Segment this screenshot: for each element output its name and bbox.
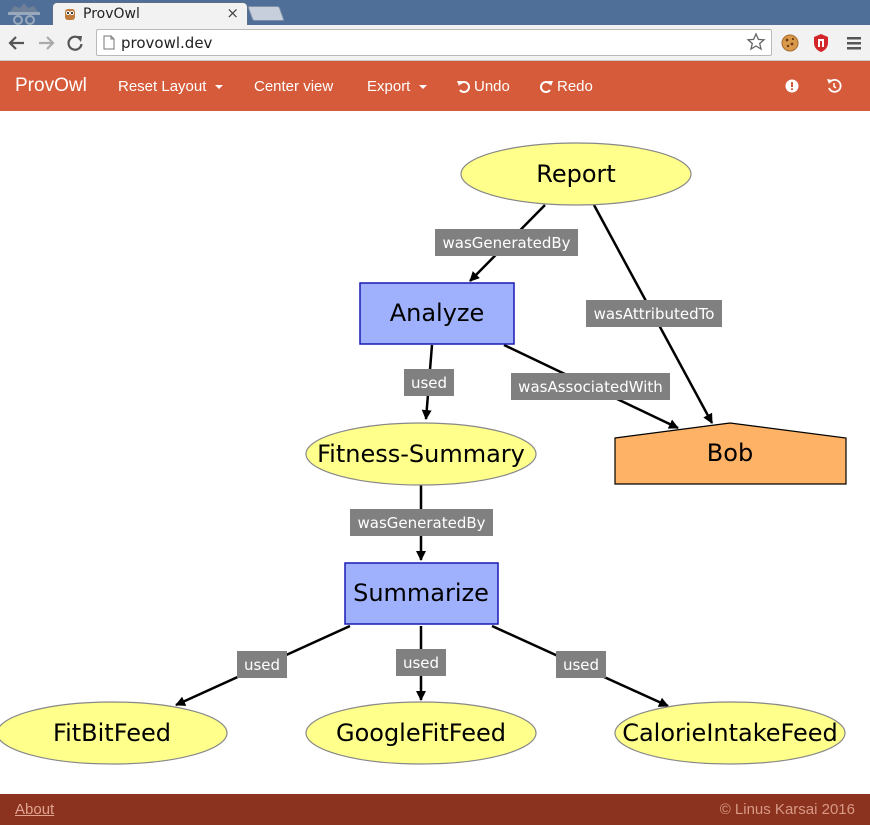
edge-label-summarize-fitbit: used (237, 651, 287, 678)
shield-extension-icon[interactable] (810, 32, 832, 54)
edge-label-text: wasGeneratedBy (357, 514, 485, 532)
owl-favicon-icon (65, 9, 75, 20)
node-label: FitBitFeed (53, 719, 171, 747)
info-alert-icon[interactable] (783, 77, 801, 95)
browser-tabstrip: ProvOwl × (0, 0, 870, 25)
node-label: Bob (707, 439, 753, 467)
edge-label-text: used (411, 374, 447, 392)
browser-toolbar: provowl.dev (0, 25, 870, 61)
edge-label-report-analyze: wasGeneratedBy (435, 229, 578, 256)
caret-down-icon (215, 84, 224, 89)
caret-down-icon (419, 84, 428, 89)
node-label: Summarize (353, 579, 489, 607)
edge-labels: wasGeneratedBy wasAttributedTo used wasA… (237, 229, 722, 678)
bookmark-star-icon[interactable] (746, 32, 766, 52)
incognito-icon (8, 3, 40, 25)
browser-tab[interactable]: ProvOwl × (52, 2, 248, 25)
edge-label-summarize-googlefit: used (396, 649, 446, 676)
edge-label-text: used (403, 654, 439, 672)
center-view-label: Center view (254, 78, 334, 95)
app-navbar: ProvOwl Reset Layout Center view Export … (0, 61, 870, 111)
edge-label-report-bob: wasAttributedTo (586, 300, 722, 327)
edge-label-text: used (244, 656, 280, 674)
about-link[interactable]: About (15, 801, 55, 818)
center-view-button[interactable]: Center view (254, 78, 333, 95)
undo-button[interactable]: Undo (457, 78, 510, 95)
forward-button[interactable] (34, 31, 58, 55)
browser-menu-icon[interactable] (843, 32, 865, 54)
node-label: Fitness-Summary (317, 440, 525, 468)
redo-label: Redo (557, 78, 593, 95)
entity-node-report[interactable]: Report (460, 142, 692, 206)
edge-label-text: used (563, 656, 599, 674)
history-icon[interactable] (825, 77, 843, 95)
entity-node-fitness-summary[interactable]: Fitness-Summary (305, 422, 537, 486)
node-label: Analyze (390, 299, 485, 327)
agent-node-bob[interactable]: Bob (614, 422, 847, 485)
edge-label-analyze-fitness: used (404, 369, 454, 396)
forward-arrow-icon (39, 36, 55, 50)
undo-label: Undo (474, 78, 510, 95)
brand-logo[interactable]: ProvOwl (15, 75, 87, 96)
export-label: Export (367, 78, 411, 95)
address-bar[interactable]: provowl.dev (96, 29, 772, 56)
tab-title: ProvOwl (83, 6, 140, 22)
provenance-graph[interactable]: wasGeneratedBy wasAttributedTo used wasA… (0, 111, 870, 794)
cookie-extension-icon[interactable] (779, 32, 801, 54)
reset-layout-label: Reset Layout (118, 78, 207, 95)
activity-node-analyze[interactable]: Analyze (359, 282, 515, 345)
app-footer: About © Linus Karsai 2016 (0, 794, 870, 825)
graph-nodes: Report Analyze Fitness-Summary Bob Summa… (0, 142, 847, 765)
back-arrow-icon (8, 36, 24, 50)
back-button[interactable] (5, 31, 29, 55)
reset-layout-dropdown[interactable]: Reset Layout (118, 78, 224, 95)
url-text: provowl.dev (121, 34, 213, 52)
edge-label-fitness-summarize: wasGeneratedBy (350, 509, 493, 536)
edge-label-text: wasAttributedTo (594, 305, 715, 323)
edge-label-text: wasGeneratedBy (442, 234, 570, 252)
node-label: Report (536, 160, 616, 188)
entity-node-calorieintakefeed[interactable]: CalorieIntakeFeed (614, 701, 846, 765)
activity-node-summarize[interactable]: Summarize (344, 562, 499, 625)
undo-icon (457, 81, 470, 93)
export-dropdown[interactable]: Export (367, 78, 428, 95)
node-label: CalorieIntakeFeed (622, 719, 838, 747)
redo-icon (540, 81, 553, 93)
edge-label-analyze-bob: wasAssociatedWith (511, 373, 670, 400)
reload-button[interactable] (63, 31, 87, 55)
edge-label-summarize-calorie: used (556, 651, 606, 678)
copyright-text: © Linus Karsai 2016 (719, 801, 855, 818)
entity-node-googlefitfeed[interactable]: GoogleFitFeed (305, 701, 537, 765)
entity-node-fitbitfeed[interactable]: FitBitFeed (0, 701, 228, 765)
reload-icon (67, 35, 83, 51)
tab-close-icon[interactable]: × (226, 4, 239, 22)
redo-button[interactable]: Redo (540, 78, 593, 95)
page-icon (103, 35, 115, 50)
new-tab-button[interactable] (247, 6, 285, 21)
node-label: GoogleFitFeed (336, 719, 506, 747)
edge-label-text: wasAssociatedWith (518, 378, 663, 396)
